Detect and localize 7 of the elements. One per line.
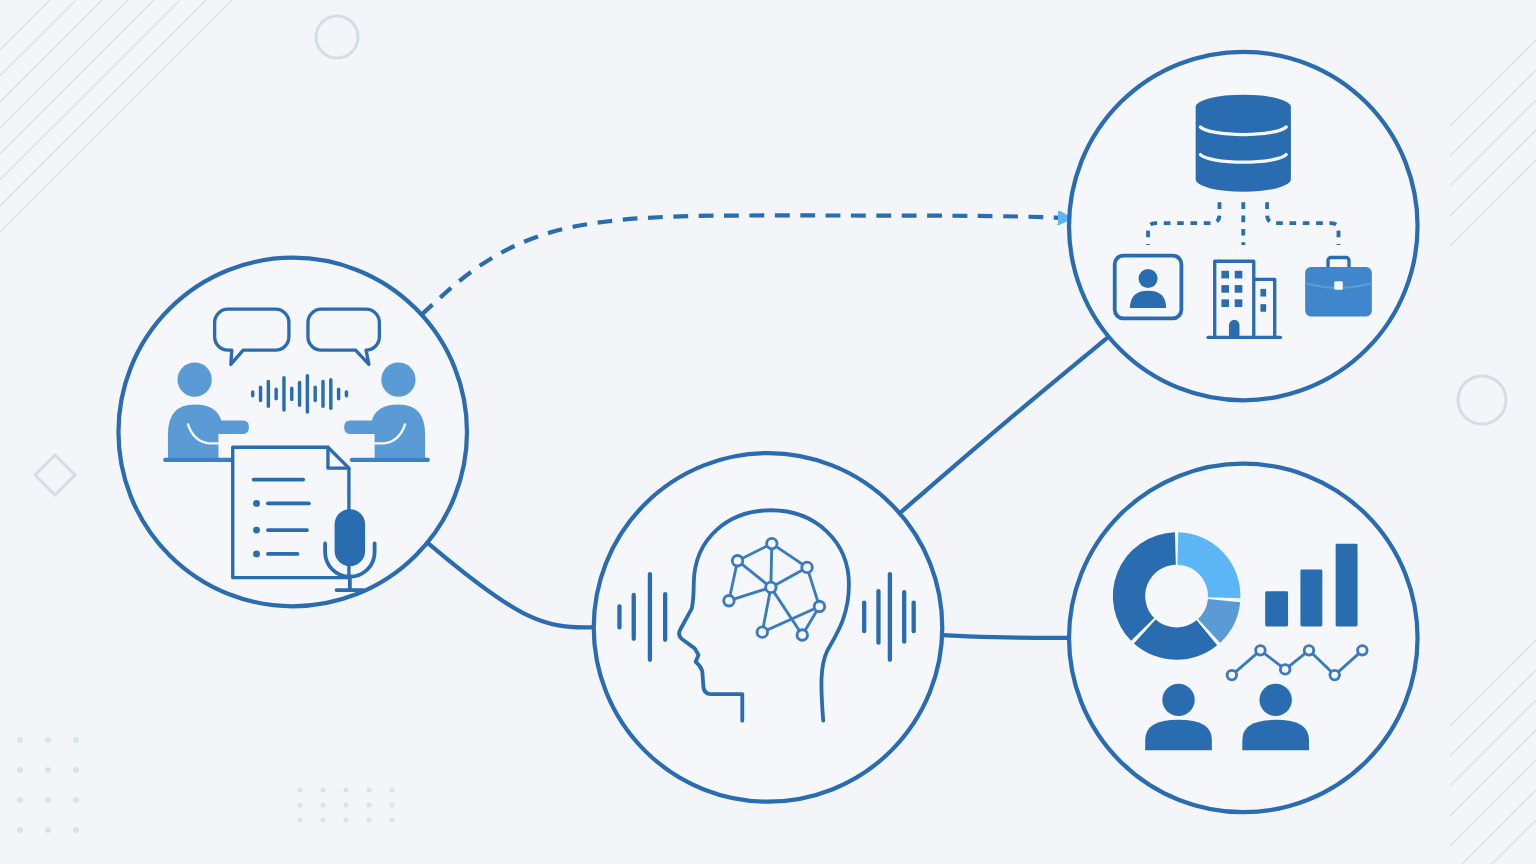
connector: [426, 541, 594, 630]
node-circle: [116, 255, 470, 609]
connector: [942, 633, 1069, 641]
node-circle: [591, 451, 945, 804]
node-circle: [1066, 461, 1420, 815]
node-circle: [1066, 49, 1420, 403]
connector: [898, 335, 1110, 515]
